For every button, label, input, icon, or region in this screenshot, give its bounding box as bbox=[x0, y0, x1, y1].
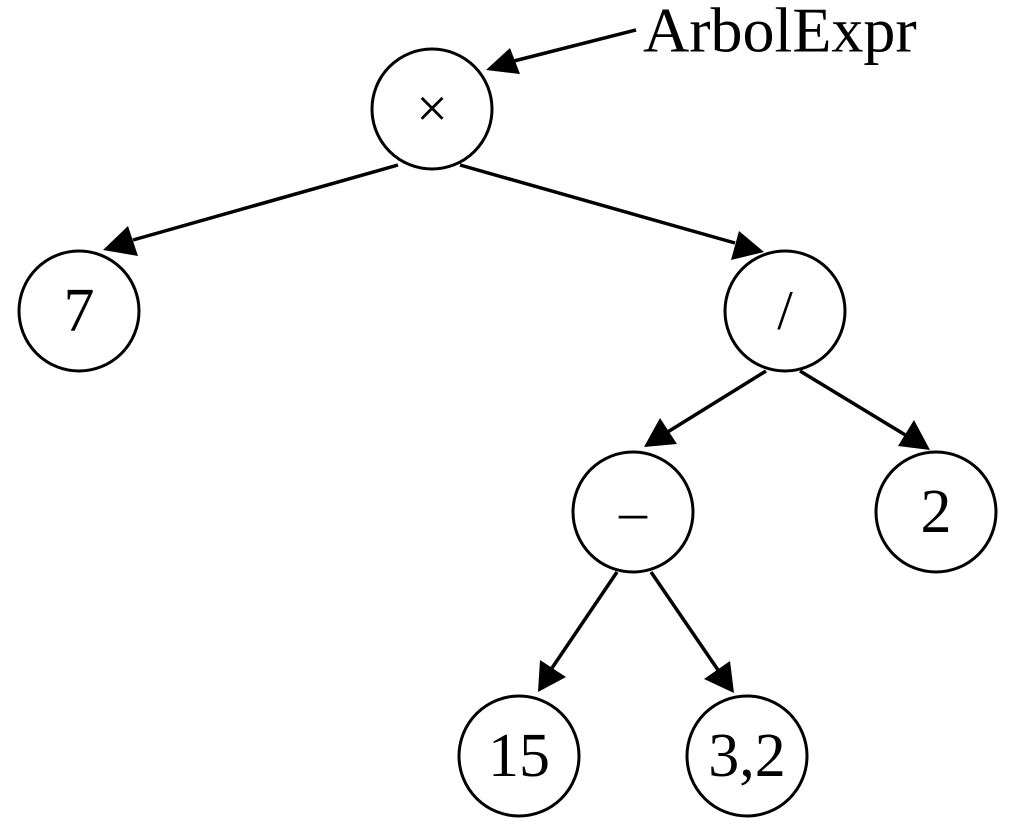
node-label: – bbox=[618, 481, 648, 543]
node-root: × bbox=[370, 47, 494, 171]
edge-root-to-seven bbox=[103, 163, 399, 256]
node-fifteen: 15 bbox=[457, 694, 581, 818]
node-circle bbox=[571, 450, 695, 574]
node-circle bbox=[370, 47, 494, 171]
node-circle bbox=[685, 694, 809, 818]
node-two: 2 bbox=[874, 450, 998, 574]
node-seven: 7 bbox=[17, 249, 141, 373]
node-label: × bbox=[416, 78, 448, 140]
edge-divide-to-two bbox=[799, 369, 930, 450]
node-circle bbox=[17, 249, 141, 373]
node-label: 15 bbox=[488, 722, 550, 790]
pointer-arrow bbox=[486, 28, 637, 74]
node-minus: – bbox=[571, 450, 695, 574]
edge-minus-to-three-two bbox=[649, 571, 734, 693]
edge-root-to-divide bbox=[459, 163, 764, 260]
node-label: 3,2 bbox=[708, 722, 786, 790]
edge-divide-to-minus bbox=[644, 369, 767, 447]
tree-edges bbox=[103, 163, 930, 693]
node-three-two: 3,2 bbox=[685, 694, 809, 818]
node-divide: / bbox=[723, 249, 847, 373]
node-circle bbox=[874, 450, 998, 574]
node-label: 7 bbox=[64, 277, 95, 345]
edge-minus-to-fifteen bbox=[538, 571, 619, 692]
node-circle bbox=[457, 694, 581, 818]
node-label: 2 bbox=[921, 478, 952, 546]
node-label: / bbox=[777, 280, 793, 342]
pointer-label: ArbolExpr bbox=[643, 0, 917, 66]
node-circle bbox=[723, 249, 847, 373]
